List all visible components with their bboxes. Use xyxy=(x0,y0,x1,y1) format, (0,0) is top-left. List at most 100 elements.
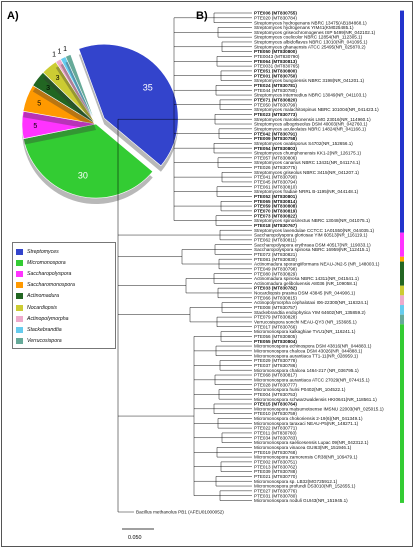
tree-leaf-label: PTE011 (MT830760) xyxy=(254,431,297,436)
scale-bar: 0.050 xyxy=(122,528,154,541)
tree-leaf-label: Saccharopolyspora spinosa NBRC 16959(NR_… xyxy=(254,247,370,252)
tree-leaf-label: Streptomyces albogriseolus DSM 40003(NR_… xyxy=(254,122,368,127)
pie-value-label: 5 xyxy=(33,123,37,130)
tree-leaf-label: Micromonospora chalcea 1464-217 (NR_0367… xyxy=(254,368,359,373)
legend-item: Micromonospora xyxy=(16,257,112,268)
tree-leaf-label: Micromonospora schwarzwaldensis HKI0641(… xyxy=(254,397,377,402)
tree-leaf-label: PTE079 (MT830828) xyxy=(254,315,297,320)
clade-color-bar xyxy=(400,232,404,257)
legend-label: Streptomyces xyxy=(27,248,59,255)
legend-label: Micromonospora xyxy=(27,259,66,266)
tree-leaf-label: PTE015 (MT830764) xyxy=(254,402,297,407)
tree-leaf-label: PTE061 (MT830810) xyxy=(254,184,297,189)
tree-leaf-label: PTE027 (MT830776) xyxy=(254,488,297,493)
tree-leaf-label: PTE006 (MT830755) xyxy=(254,11,297,16)
legend-label: Actinomadura xyxy=(27,293,60,300)
tree-leaf-label: Streptomyces malachitospinus NBRC 101004… xyxy=(254,107,379,112)
tree-leaf-label: PTE028 (MT830777) xyxy=(254,382,297,387)
tree-leaf-label: Saccharopolyspora erythraea DSM 40517(NR… xyxy=(254,242,371,247)
tree-leaf-label: PTE004 (MT830753) xyxy=(254,392,297,397)
tree-leaf-label: PTE021 (MT830770) xyxy=(254,474,297,479)
tree-leaf-label: Streptomyces ovatisporus S4702(NR_152656… xyxy=(254,141,353,146)
legend-swatch xyxy=(16,293,23,300)
tree-leaf-label: Streptomyces griseolus NBRC 3415(NR_0412… xyxy=(254,170,359,175)
tree-leaf-label: Streptomyces chumphonensis KK1-2(NR_1261… xyxy=(254,151,361,156)
tree-leaf-label: PTE010 (MT830759) xyxy=(254,411,297,416)
tree-leaf-label: Streptomyces aculeolatus NBRC 14824(NR_0… xyxy=(254,126,366,131)
legend-label: Saccharomonospora xyxy=(27,282,75,289)
tree-leaf-label: PTE034 (MT830783) xyxy=(254,435,297,440)
clade-color-bar xyxy=(400,324,404,503)
tree-leaf-label: PTE054 (MT830803) xyxy=(254,146,297,151)
tree-leaf-label: PTE009 (MT830758) xyxy=(254,136,297,141)
tree-leaf-label: PTE031 (MT830780) xyxy=(254,493,297,498)
tree-leaf-label: PTE062 (MT830811) xyxy=(254,237,297,242)
panel-label-a: A) xyxy=(7,10,19,22)
tree-leaf-label: PTE055 (MT830804) xyxy=(254,339,297,344)
pie-value-label: 1 xyxy=(63,46,67,53)
legend-item: Actinopolymorpha xyxy=(16,313,112,324)
pie-value-label: 1 xyxy=(57,49,61,56)
tree-leaf-label: Micromonospora aurantiaca TT1-11(NR_0289… xyxy=(254,353,358,358)
legend-swatch xyxy=(16,248,23,255)
legend-item: Saccharopolyspora xyxy=(16,268,112,279)
tree-leaf-label: PTE081 (MT830830) xyxy=(254,257,297,262)
clade-color-bar xyxy=(400,285,404,296)
tree-leaf-label: PTE041 (MT830790) xyxy=(254,175,297,180)
scale-bar-label: 0.050 xyxy=(128,535,142,541)
tree-leaf-label: Micromonospora humi P0402(NR_104522.1) xyxy=(254,387,346,392)
tree-leaf-label: Streptomyces lavendulae CCTCC 1A01550(NR… xyxy=(254,228,374,233)
tree-leaf-label: PTE018 (MT830767) xyxy=(254,223,297,228)
tree-leaf-label: PTE019 (MT830768) xyxy=(254,450,297,455)
clade-color-bar xyxy=(400,314,404,325)
tree-leaf-label: Micromonospora profundi DS3010(NR_152655… xyxy=(254,484,356,489)
tree-leaf-label: Micromonospora sp. LB32(MG725912.1) xyxy=(254,479,338,484)
pie-slice-streptomyces xyxy=(78,43,179,167)
tree-leaf-label: PTE045 (MT830794) xyxy=(254,180,297,185)
tree-leaf-label: Streptomyces hydrogenans NBRC 13475(AB18… xyxy=(254,20,367,25)
tree-leaf-label: PTE071 (MT830820) xyxy=(254,97,297,102)
tree-leaf-label: Nocardiopsis prasina DSM 43845 (NR_04490… xyxy=(254,291,356,296)
pie-slice-shadow xyxy=(65,60,96,130)
tree-leaf-label: PTE013 (MT830762) xyxy=(254,464,297,469)
tree-leaf-label: PTE051 (MT830800) xyxy=(254,69,297,74)
tree-leaf-label: Streptomyces griseochromogenes ISP 5499(… xyxy=(254,30,376,35)
tree-leaf-label: Micromonospora echinospora DSM 43816(NR_… xyxy=(254,344,372,349)
tree-leaf-label: Actinopolymorpha cephalotaxi I06-22300(N… xyxy=(254,300,369,305)
tree-leaf-label: Micromonospora noduli GUI43(NR_151945.1) xyxy=(254,498,348,503)
tree-leaf-label: PTE068 (MT830817) xyxy=(254,373,297,378)
tree-leaf-label: PTE002 (MT830751) xyxy=(254,460,297,465)
clade-color-bar xyxy=(400,305,404,315)
tree-leaf-label: PTE017 (MT830766) xyxy=(254,324,297,329)
legend-item: Actinomadura xyxy=(16,291,112,302)
pie-value-label: 3 xyxy=(56,75,60,82)
legend-swatch xyxy=(16,259,23,266)
pie-value-label: 5 xyxy=(37,101,41,108)
tree-leaf-label: Micromonospora vinacea GUI63(NR_151946.1… xyxy=(254,445,352,450)
tree-leaf-label: Micromonospora saelicesensis Lupac 09(NR… xyxy=(254,440,369,445)
tree-leaf-label: PTE020 (MT830784) xyxy=(254,15,297,20)
tree-leaf-label: Micromonospora chalcea DSM 43026(NR_0448… xyxy=(254,348,363,353)
legend-item: Saccharomonospora xyxy=(16,280,112,291)
phylogenetic-tree: PTE006 (MT830755)PTE020 (MT830784)Strept… xyxy=(117,10,404,515)
tree-leaf-label: PTE0031 (MT830765) xyxy=(254,64,300,69)
pie-value-label: 35 xyxy=(143,83,153,93)
clade-color-bar xyxy=(400,261,404,286)
tree-leaf-label: Stackebrandtia endophytica YIM 64602(NR_… xyxy=(254,310,366,315)
tree-leaf-label: PTE073 (MT830822) xyxy=(254,213,297,218)
tree-leaf-label: Saccharopolyspora gloriosae YIM 60513(NR… xyxy=(254,233,368,238)
tree-leaf-label: PTE0043 (MT830790) xyxy=(254,54,300,59)
tree-leaf-label: Streptomyces spinosirectus NBRC 13048(NR… xyxy=(254,218,370,223)
tree-leaf-label: Streptomyces fradiae NRRL B-1195(NR_0441… xyxy=(254,189,359,194)
tree-leaf-label: PTE029 (MT830778) xyxy=(254,358,297,363)
tree-leaf-label: Micromonospora taraxaci NEAU-P5(NR_14827… xyxy=(254,421,359,426)
tree-leaf-label: PTE070 (MT830819) xyxy=(254,209,297,214)
tree-leaf-label: PTE052 (MT830801) xyxy=(254,194,297,199)
pie-slice-shadow xyxy=(60,62,96,130)
tree-leaf-label: PTE008 (MT830757) xyxy=(254,305,297,310)
pie-slice-micromonospora xyxy=(23,123,154,199)
tree-leaf-label: Streptomyces canarius NBRC 13431(NR_0411… xyxy=(254,160,361,165)
tree-leaf-label: Micromonospora zamorensis CR38(NR_109479… xyxy=(254,455,358,460)
